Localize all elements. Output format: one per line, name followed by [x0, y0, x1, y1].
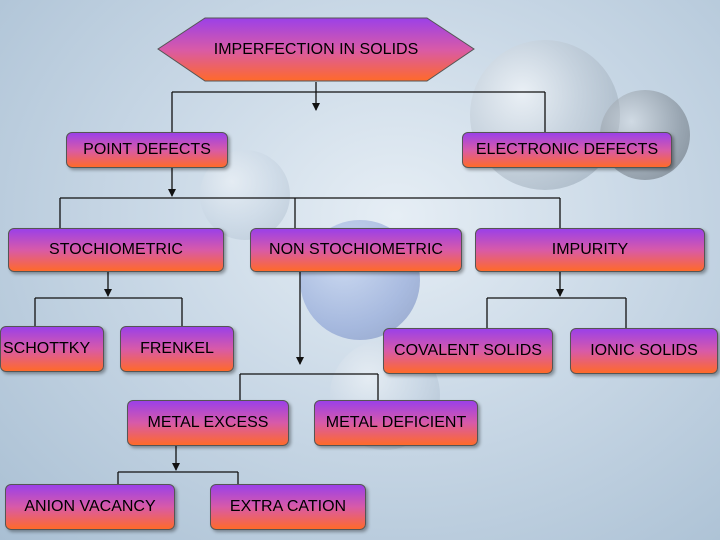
point-defects-node: POINT DEFECTS	[66, 132, 228, 168]
anion-vacancy-node: ANION VACANCY	[5, 484, 175, 530]
non-stochiometric-node: NON STOCHIOMETRIC	[250, 228, 462, 272]
extra-cation-node: EXTRA CATION	[210, 484, 366, 530]
ionic-solids-node: IONIC SOLIDS	[570, 328, 718, 374]
metal-deficient-node: METAL DEFICIENT	[314, 400, 478, 446]
impurity-node: IMPURITY	[475, 228, 705, 272]
covalent-solids-node: COVALENT SOLIDS	[383, 328, 553, 374]
root-hexagon-shape	[157, 17, 475, 82]
schottky-node: SCHOTTKY	[0, 326, 104, 372]
root-node: IMPERFECTION IN SOLIDS	[157, 17, 475, 82]
electronic-defects-node: ELECTRONIC DEFECTS	[462, 132, 672, 168]
root-label: IMPERFECTION IN SOLIDS	[213, 40, 419, 58]
stochiometric-node: STOCHIOMETRIC	[8, 228, 224, 272]
frenkel-node: FRENKEL	[120, 326, 234, 372]
metal-excess-node: METAL EXCESS	[127, 400, 289, 446]
